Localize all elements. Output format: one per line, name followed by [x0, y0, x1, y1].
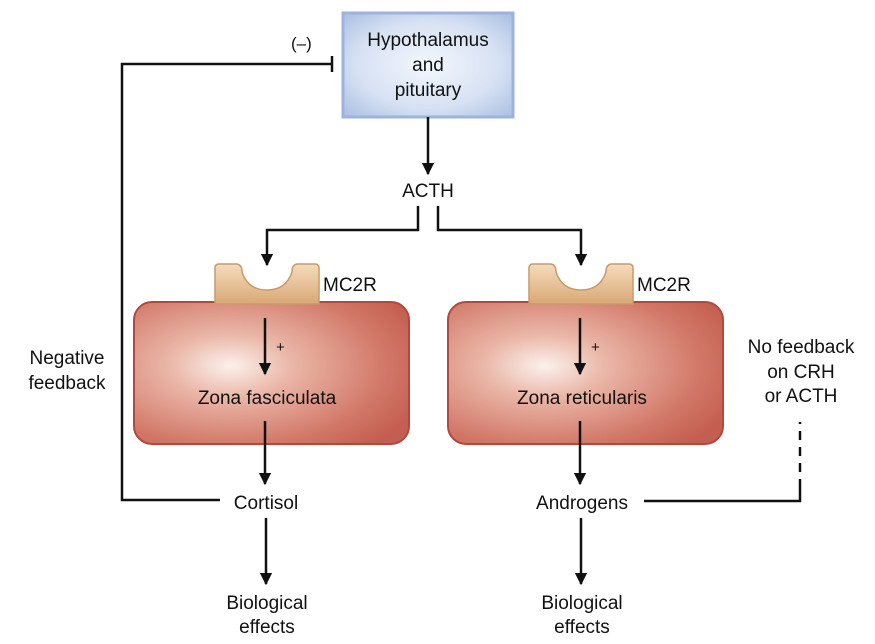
- negative-feedback-line: [120, 62, 332, 502]
- acth-label: ACTH: [402, 181, 454, 202]
- zona-reticularis-cell: [447, 301, 724, 445]
- hypothalamus-label-line2: and: [412, 55, 444, 76]
- effects-left-line2: effects: [239, 617, 295, 638]
- zona-fasciculata-cell: [133, 301, 410, 445]
- inhibition-sign: (–): [291, 34, 312, 53]
- no-feedback-label-line2: on CRH: [767, 362, 835, 383]
- mc2r-receptor-left: [214, 263, 320, 305]
- androgens-feedback-line: [644, 488, 802, 503]
- no-feedback-label-line1: No feedback: [748, 337, 855, 358]
- arrow-acth-to-left-receptor: [260, 206, 420, 267]
- mc2r-label-right: MC2R: [637, 275, 691, 296]
- androgens-label: Androgens: [536, 493, 628, 514]
- hypothalamus-label-line1: Hypothalamus: [367, 30, 488, 51]
- hypothalamus-pituitary-box: Hypothalamus and pituitary: [341, 11, 515, 119]
- stimulation-sign-left: +: [276, 339, 285, 356]
- effects-right-line1: Biological: [541, 593, 622, 614]
- mc2r-receptor-right: [528, 263, 634, 305]
- effects-right-line2: effects: [554, 617, 610, 638]
- negative-feedback-label-line1: Negative: [30, 348, 105, 369]
- negative-feedback-label-line2: feedback: [28, 373, 106, 394]
- stimulation-sign-right: +: [591, 339, 600, 356]
- hypothalamus-label-line3: pituitary: [395, 80, 462, 101]
- zona-fasciculata-label: Zona fasciculata: [198, 388, 337, 409]
- no-feedback-label-line3: or ACTH: [765, 386, 838, 407]
- cortisol-label: Cortisol: [234, 493, 298, 514]
- arrow-acth-to-right-receptor: [436, 206, 588, 267]
- effects-left-line1: Biological: [226, 593, 307, 614]
- mc2r-label-left: MC2R: [323, 275, 377, 296]
- zona-reticularis-label: Zona reticularis: [517, 388, 647, 409]
